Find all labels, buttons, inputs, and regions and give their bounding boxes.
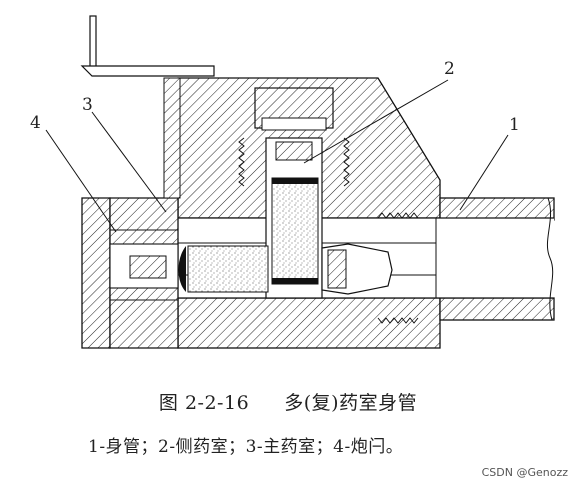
breech-lever	[80, 15, 215, 199]
leader-lines	[45, 79, 509, 233]
figure-number: 图 2-2-16	[158, 392, 250, 414]
figure-caption: 图 2-2-16 多(复)药室身管	[0, 388, 576, 415]
projectile	[321, 243, 393, 295]
figure-legend: 1-身管；2-侧药室；3-主药室；4-炮闩。	[88, 437, 404, 457]
label-3: 3	[82, 95, 93, 115]
side-chamber-plug	[254, 87, 334, 131]
label-1: 1	[509, 115, 520, 135]
gun-barrel-cross-section-diagram: 2 1 3 4	[30, 15, 555, 349]
breech-block	[81, 197, 179, 349]
label-4: 4	[30, 113, 41, 133]
main-powder-chamber	[178, 245, 269, 293]
barrel-body	[177, 77, 555, 349]
side-powder-chamber	[238, 137, 350, 299]
label-2: 2	[444, 59, 455, 79]
figure-title: 多(复)药室身管	[284, 392, 418, 414]
watermark: CSDN @Genozz	[481, 466, 568, 479]
